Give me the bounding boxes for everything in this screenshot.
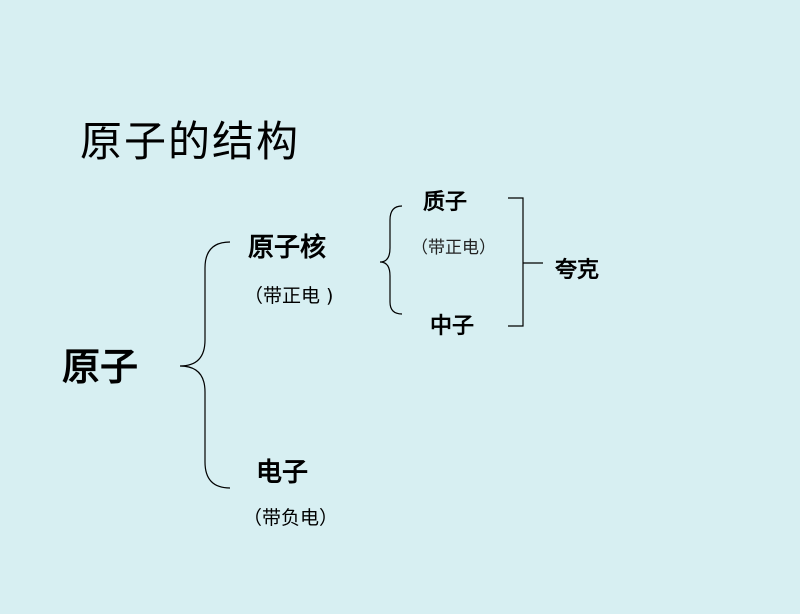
quark-label: 夸克 [555,258,600,283]
electron-charge-label: （带负电） [243,507,339,529]
electron-label: 电子 [256,458,309,488]
neutron-label: 中子 [430,314,475,339]
slide-title: 原子的结构 [80,117,301,166]
nucleus-label: 原子核 [248,233,327,263]
atom-label: 原子 [62,345,139,389]
nucleus-brace [379,205,403,315]
atom-brace [179,241,231,489]
nucleus-charge-label: （带正电 ) [244,285,334,307]
proton-charge-label: （带正电） [411,238,496,258]
quark-bracket [508,197,524,327]
proton-label: 质子 [423,190,468,215]
